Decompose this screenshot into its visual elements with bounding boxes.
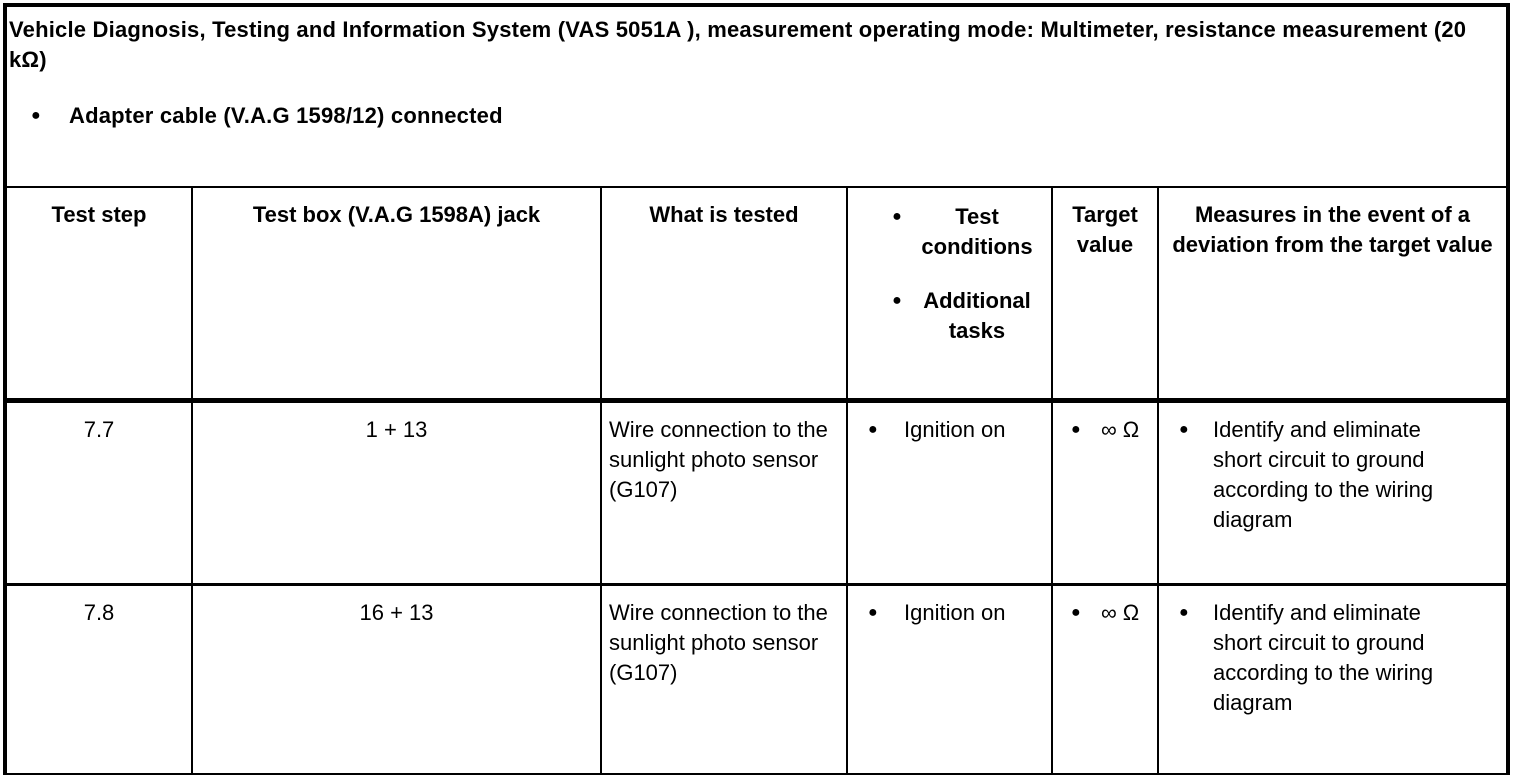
header-conditions: ● Test conditions ● Additional tasks bbox=[848, 188, 1053, 403]
cell-test-box-jack: 16 + 13 bbox=[193, 586, 602, 773]
header-conditions-label: Test conditions bbox=[921, 204, 1033, 259]
cell-what-is-tested: Wire connection to the sunlight photo se… bbox=[602, 403, 848, 586]
page-title: Vehicle Diagnosis, Testing and Informati… bbox=[9, 17, 1467, 72]
cell-test-conditions: ● Ignition on bbox=[848, 403, 1053, 586]
header-test-box-jack: Test box (V.A.G 1598A) jack bbox=[193, 188, 602, 403]
header-additional-tasks-item: ● Additional tasks bbox=[881, 286, 1041, 346]
header-target-value: Target value bbox=[1053, 188, 1159, 403]
cell-test-conditions: ● Ignition on bbox=[848, 586, 1053, 773]
condition-label: Ignition on bbox=[904, 417, 1006, 442]
measure-item: ● Identify and eliminate short circuit t… bbox=[1159, 598, 1506, 718]
bullet-icon: ● bbox=[1179, 604, 1189, 621]
target-value-label: ∞ Ω bbox=[1101, 417, 1140, 442]
header-conditions-item: ● Test conditions bbox=[881, 202, 1041, 262]
header-measures: Measures in the event of a deviation fro… bbox=[1159, 188, 1506, 403]
bullet-icon: ● bbox=[1071, 421, 1081, 438]
cell-measures: ● Identify and eliminate short circuit t… bbox=[1159, 403, 1506, 586]
cell-test-box-jack: 1 + 13 bbox=[193, 403, 602, 586]
measure-label: Identify and eliminate short circuit to … bbox=[1213, 417, 1434, 532]
target-value-label: ∞ Ω bbox=[1101, 600, 1140, 625]
bullet-icon: ● bbox=[868, 421, 878, 438]
cell-what-is-tested: Wire connection to the sunlight photo se… bbox=[602, 586, 848, 773]
header-test-step: Test step bbox=[7, 188, 193, 403]
condition-item: ● Ignition on bbox=[848, 415, 1051, 445]
cell-target-value: ● ∞ Ω bbox=[1053, 403, 1159, 586]
intro-bullet-label: Adapter cable (V.A.G 1598/12) connected bbox=[69, 103, 503, 128]
bullet-icon: ● bbox=[868, 604, 878, 621]
bullet-icon: ● bbox=[31, 107, 41, 124]
bullet-icon: ● bbox=[1071, 604, 1081, 621]
diagnostic-table: Test step Test box (V.A.G 1598A) jack Wh… bbox=[7, 186, 1506, 773]
condition-label: Ignition on bbox=[904, 600, 1006, 625]
cell-measures: ● Identify and eliminate short circuit t… bbox=[1159, 586, 1506, 773]
cell-test-step: 7.8 bbox=[7, 586, 193, 773]
header-what-is-tested: What is tested bbox=[602, 188, 848, 403]
bullet-icon: ● bbox=[1179, 421, 1189, 438]
bullet-icon: ● bbox=[892, 208, 902, 225]
bullet-icon: ● bbox=[892, 292, 902, 309]
measure-label: Identify and eliminate short circuit to … bbox=[1213, 600, 1434, 715]
header-additional-tasks-label: Additional tasks bbox=[923, 288, 1031, 343]
condition-item: ● Ignition on bbox=[848, 598, 1051, 628]
intro-bullet-item: ● Adapter cable (V.A.G 1598/12) connecte… bbox=[7, 101, 1506, 131]
measure-item: ● Identify and eliminate short circuit t… bbox=[1159, 415, 1506, 535]
cell-test-step: 7.7 bbox=[7, 403, 193, 586]
target-value-item: ● ∞ Ω bbox=[1053, 598, 1157, 628]
target-value-item: ● ∞ Ω bbox=[1053, 415, 1157, 445]
cell-target-value: ● ∞ Ω bbox=[1053, 586, 1159, 773]
